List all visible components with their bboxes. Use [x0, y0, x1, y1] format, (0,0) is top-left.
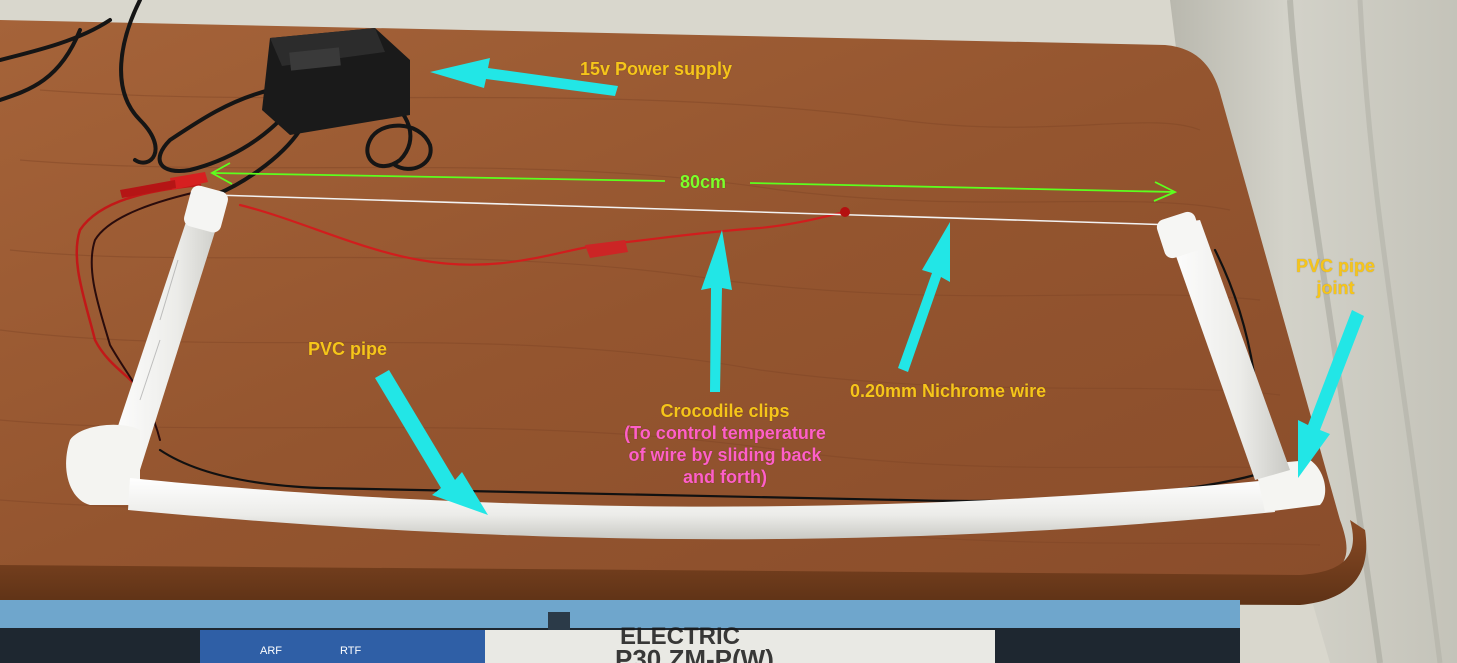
label-pvc-pipe: PVC pipe [308, 339, 388, 359]
table-top [0, 20, 1347, 580]
clip-contact [840, 207, 850, 217]
label-crocodile-title: Crocodile clips [660, 401, 790, 421]
box-right [485, 630, 995, 663]
curtain-fold [1287, 0, 1383, 663]
label-crocodile-note-1: (To control temperature [624, 423, 826, 443]
label-nichrome-wire: 0.20mm Nichrome wire [850, 381, 1047, 401]
nichrome-wire [214, 194, 1176, 226]
label-crocodile-note-3: and forth) [683, 467, 767, 487]
curtain [1170, 0, 1457, 663]
power-supply [262, 28, 410, 135]
box-small-label-2: RTF [340, 645, 361, 657]
dimension-line [210, 162, 1178, 202]
box-print-2: P30 ZM-P(W) [615, 644, 774, 663]
curtain-fold-2 [1357, 0, 1443, 663]
box-left [200, 630, 490, 663]
label-pvc-joint-line1: PVC pipe [1296, 256, 1376, 276]
drawer-strip [0, 600, 1240, 630]
annotation-arrows [375, 58, 1364, 515]
label-crocodile-note-2: of wire by sliding back [628, 445, 822, 465]
table-edge [0, 520, 1367, 605]
label-power-supply: 15v Power supply [580, 59, 733, 79]
box-print-1: ELECTRIC [620, 623, 740, 650]
label-crocodile-clips: Crocodile clips (To control temperature … [580, 400, 870, 488]
crocodile-clip-slider [585, 240, 628, 258]
crocodile-clip-left [120, 172, 208, 198]
label-pvc-joint-line2: joint [1316, 278, 1355, 298]
pvc-frame [66, 185, 1326, 540]
power-cables [0, 0, 433, 197]
label-pvc-joint: PVC pipe joint [1296, 255, 1375, 299]
label-length: 80cm [680, 172, 727, 192]
box-small-label-1: ARF [260, 645, 282, 657]
